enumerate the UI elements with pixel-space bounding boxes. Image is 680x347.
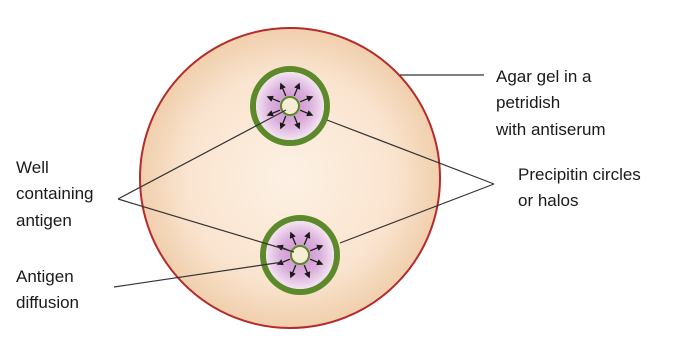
diffusion-label: Antigen diffusion [16,267,79,312]
antigen-well-bottom [263,218,337,292]
antigen-well-top [253,69,327,143]
well-top [281,97,299,115]
precipitin-label: Precipitin circles or halos [518,165,646,210]
well-label: Well containing antigen [16,158,98,230]
agar-label: Agar gel in a petridish with antiserum [495,67,606,139]
well-bottom [291,246,309,264]
